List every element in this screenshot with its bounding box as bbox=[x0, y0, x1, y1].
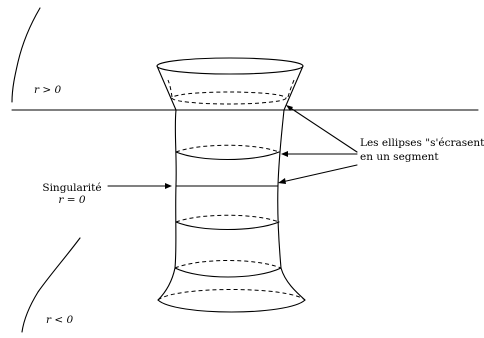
label-singularity-line1: Singularité bbox=[42, 182, 102, 194]
top-bell-right-dash bbox=[287, 79, 295, 98]
top-bell-left-dash bbox=[167, 79, 173, 98]
bottom-ellipse-front bbox=[157, 299, 306, 313]
upper-left-curve bbox=[11, 7, 41, 103]
top-ellipse bbox=[156, 57, 304, 75]
label-r-negative: r < 0 bbox=[46, 314, 74, 326]
lower-left-curve bbox=[21, 237, 81, 333]
section-2-front bbox=[175, 221, 280, 230]
label-ellipses-line1: Les ellipses "s'écrasent" bbox=[360, 137, 484, 149]
section-2-back bbox=[175, 214, 280, 223]
upper-dashed-ellipse bbox=[171, 91, 287, 105]
label-singularity: Singularité r = 0 bbox=[40, 182, 104, 206]
arrows bbox=[107, 105, 358, 189]
section-1-front bbox=[175, 151, 280, 160]
section-3-back bbox=[174, 260, 282, 269]
bottom-ellipse-back bbox=[157, 289, 306, 301]
top-bell-left bbox=[156, 65, 177, 111]
section-1-back bbox=[175, 144, 280, 153]
label-singularity-line2: r = 0 bbox=[58, 194, 86, 206]
section-3-front bbox=[174, 267, 282, 278]
label-r-positive: r > 0 bbox=[34, 84, 62, 96]
tube-right-side bbox=[277, 109, 306, 301]
label-ellipses-line2: en un segment bbox=[360, 151, 439, 163]
tube-left-side bbox=[157, 109, 177, 301]
top-bell-right bbox=[283, 65, 304, 111]
